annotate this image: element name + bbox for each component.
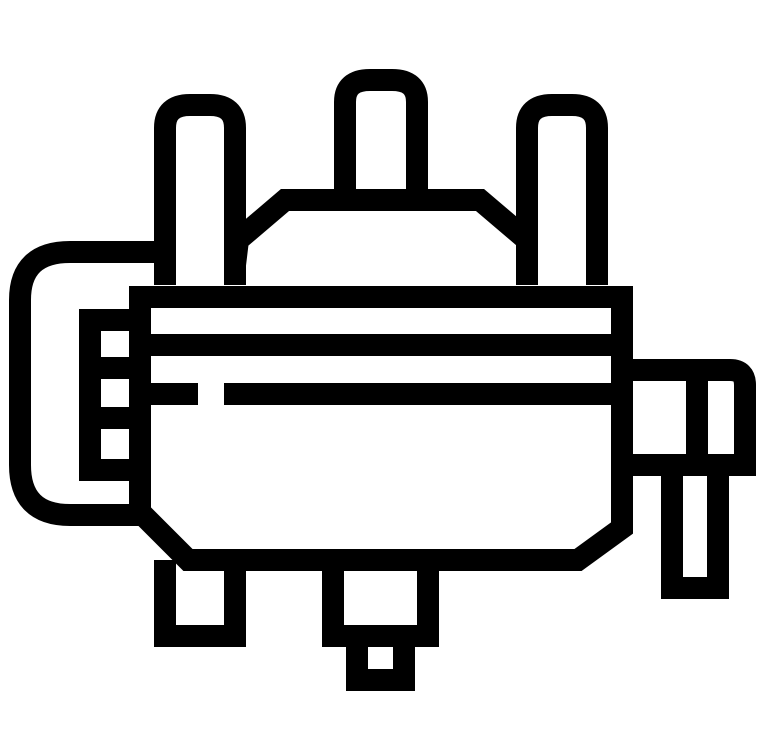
- center-terminal: [334, 69, 428, 190]
- left-leg: [154, 560, 246, 647]
- side-connector-block: [79, 309, 140, 481]
- left-terminal: [154, 94, 246, 285]
- side-plug-shaft: [661, 465, 729, 599]
- right-terminal: [516, 94, 608, 285]
- center-shaft-tip: [346, 636, 415, 691]
- side-plug: [622, 359, 756, 476]
- loop-cable: [8, 241, 165, 526]
- center-shaft-housing: [322, 560, 439, 647]
- cap-dome: [224, 189, 538, 285]
